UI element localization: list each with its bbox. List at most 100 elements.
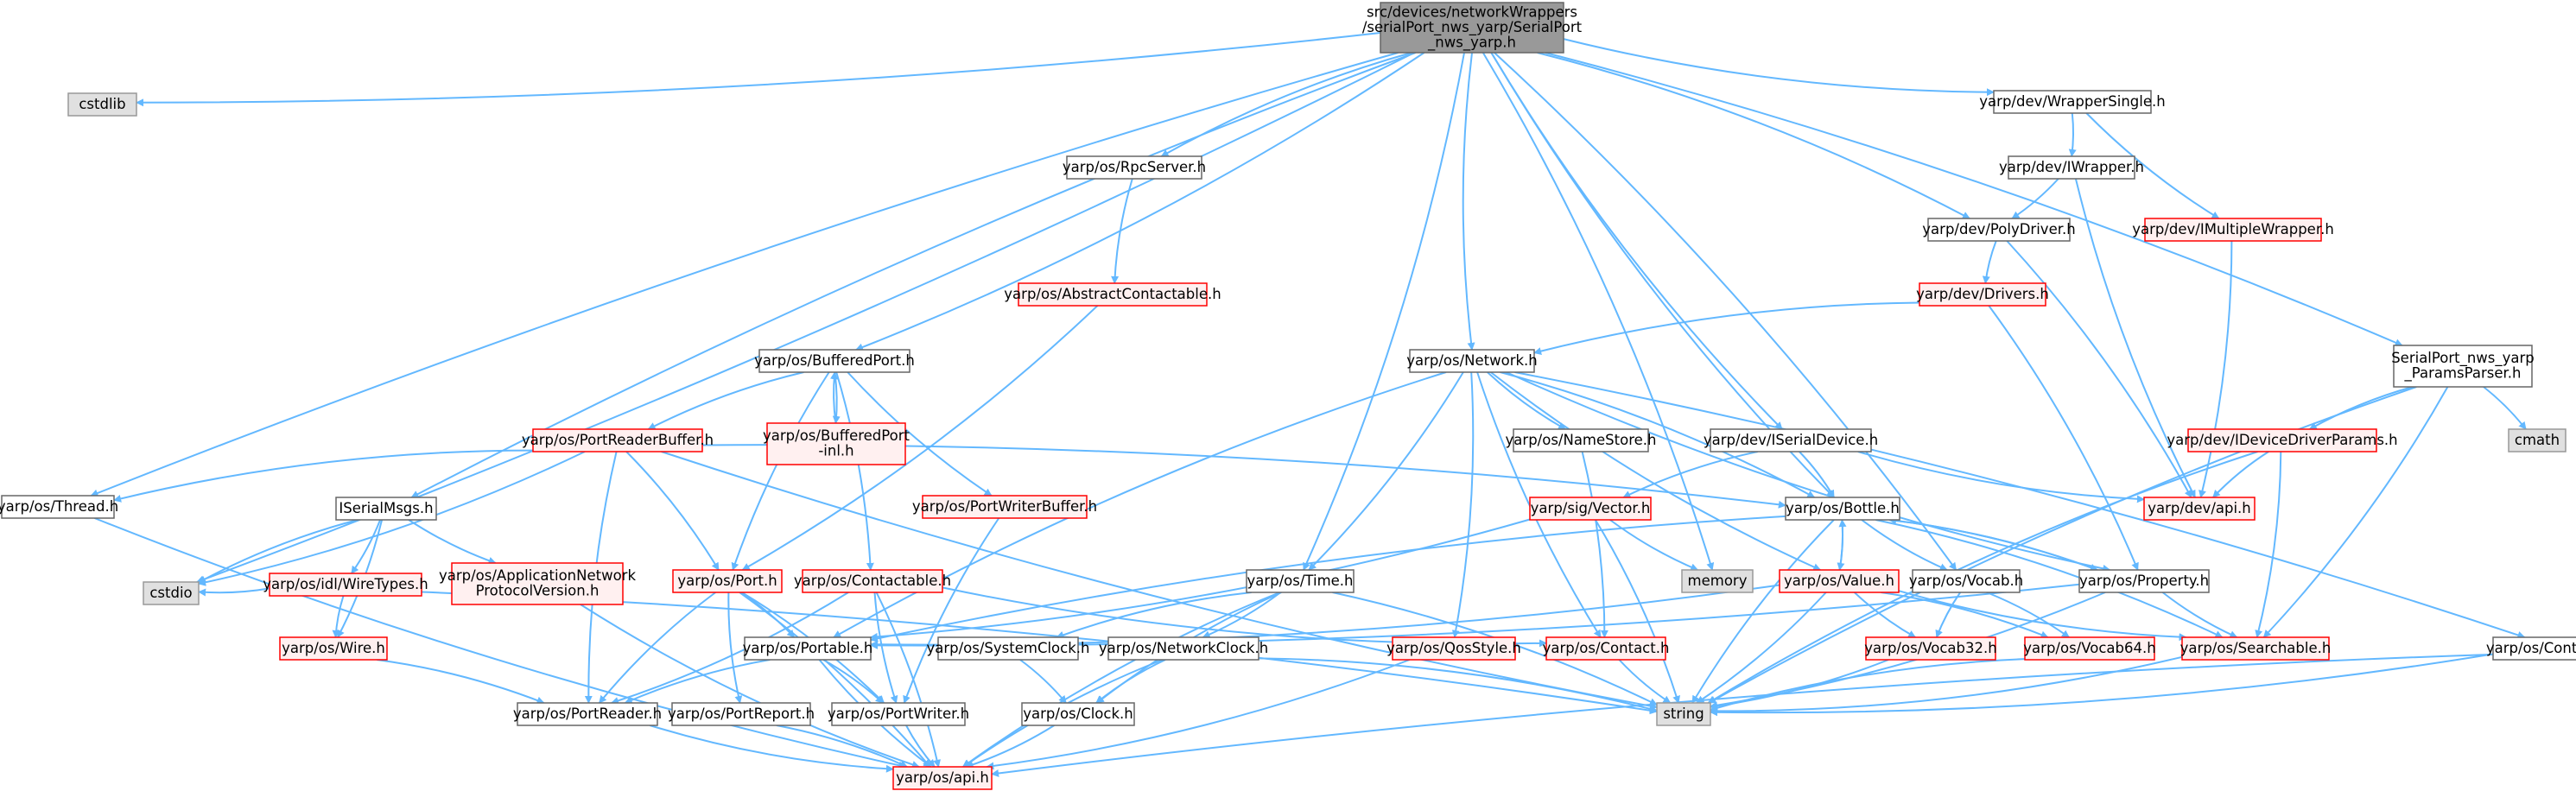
node-wire[interactable]: yarp/os/Wire.h [279,636,388,661]
node-searchable[interactable]: yarp/os/Searchable.h [2180,636,2332,661]
node-label-qosstyle: yarp/os/QosStyle.h [1386,640,1521,656]
node-box-qosstyle [1392,636,1516,661]
node-portwriterbuffer[interactable]: yarp/os/PortWriterBuffer.h [912,495,1097,519]
node-label-portreport: yarp/os/PortReport.h [668,706,815,722]
node-iwrapper[interactable]: yarp/dev/IWrapper.h [1999,155,2144,180]
node-label-portwriterbuffer: yarp/os/PortWriterBuffer.h [912,498,1097,515]
node-rpcserver[interactable]: yarp/os/RpcServer.h [1063,155,1206,180]
node-label-portreaderbuffer: yarp/os/PortReaderBuffer.h [522,432,714,448]
node-api[interactable]: yarp/os/api.h [892,766,993,790]
node-abstractcontactable[interactable]: yarp/os/AbstractContactable.h [1004,282,1221,307]
edge-wrappersingle-to-imultiplewrapper [2085,112,2220,219]
node-qosstyle[interactable]: yarp/os/QosStyle.h [1386,636,1521,661]
node-bufferedportinl[interactable]: yarp/os/BufferedPort-inl.h [763,422,910,465]
node-polydriver[interactable]: yarp/dev/PolyDriver.h [1922,218,2076,242]
edge-portreaderbuffer-to-string [661,451,1658,710]
node-imultiplewrapper[interactable]: yarp/dev/IMultipleWrapper.h [2132,218,2334,242]
node-paramsparser[interactable]: SerialPort_nws_yarp_ParamsParser.h [2391,345,2535,388]
node-box-searchable [2181,636,2330,661]
edge-vocab-to-vocab32 [1935,592,1962,638]
node-label-cstdlib: cstdlib [79,96,125,112]
edge-value-to-searchable [1898,590,2187,642]
node-port[interactable]: yarp/os/Port.h [672,569,783,593]
edge-value-to-bottle [1838,519,1847,571]
node-box-port [672,569,783,593]
edge-qosstyle-to-api [986,659,1411,770]
node-bottle[interactable]: yarp/os/Bottle.h [1785,497,1900,521]
node-portwriter[interactable]: yarp/os/PortWriter.h [828,702,969,726]
node-box-contactstyle [2492,636,2576,661]
node-memory[interactable]: memory [1681,569,1754,593]
node-devapi[interactable]: yarp/dev/api.h [2143,497,2256,521]
edge-bufferedport-to-contactable [835,371,874,571]
node-networkclock[interactable]: yarp/os/NetworkClock.h [1099,636,1268,661]
node-label-bufferedportinl: -inl.h [818,443,853,459]
node-appnet[interactable]: yarp/os/ApplicationNetworkProtocolVersio… [439,562,636,605]
node-iserialdevice[interactable]: yarp/dev/ISerialDevice.h [1704,428,1878,452]
node-wrappersingle[interactable]: yarp/dev/WrapperSingle.h [1979,90,2166,114]
node-thread[interactable]: yarp/os/Thread.h [0,495,118,519]
node-label-appnet: yarp/os/ApplicationNetwork [439,567,636,584]
node-namestore[interactable]: yarp/os/NameStore.h [1506,428,1657,452]
edge-iserialmsgs-to-appnet [408,519,497,565]
edge-iserialdevice-to-bottle [1799,451,1835,498]
edge-wire-to-portreader [377,659,545,705]
node-label-rpcserver: yarp/os/RpcServer.h [1063,159,1206,175]
node-contactable[interactable]: yarp/os/Contactable.h [794,569,951,593]
node-bufferedport[interactable]: yarp/os/BufferedPort.h [754,349,915,373]
node-property[interactable]: yarp/os/Property.h [2078,569,2210,593]
node-contactstyle[interactable]: yarp/os/ContactStyle.h [2486,636,2576,661]
node-root[interactable]: src/devices/networkWrappers/serialPort_n… [1362,2,1583,54]
node-network[interactable]: yarp/os/Network.h [1406,349,1538,373]
node-vocab[interactable]: yarp/os/Vocab.h [1909,569,2023,593]
edge-port-to-portreader [598,592,716,704]
node-vocab32[interactable]: yarp/os/Vocab32.h [1864,636,1997,661]
node-iserialmsgs[interactable]: ISerialMsgs.h [335,497,437,521]
edge-bottle-to-string [1691,519,1835,704]
edge-root-to-wrappersingle [1563,38,1995,97]
node-portable[interactable]: yarp/os/Portable.h [743,636,873,661]
node-box-vocab64 [2024,636,2155,661]
node-box-iwrapper [2008,155,2135,180]
node-cstdio[interactable]: cstdio [143,581,200,605]
node-box-clock [1021,702,1135,726]
node-label-root: _nws_yarp.h [1427,34,1516,51]
node-label-wrappersingle: yarp/dev/WrapperSingle.h [1979,93,2165,110]
edge-contactstyle-to-string [1710,653,2494,717]
node-vocab64[interactable]: yarp/os/Vocab64.h [2023,636,2156,661]
node-label-devapi: yarp/dev/api.h [2148,500,2251,516]
node-box-thread [1,495,115,519]
node-label-vocab32: yarp/os/Vocab32.h [1864,640,1996,656]
node-label-bufferedport: yarp/os/BufferedPort.h [754,352,915,369]
node-drivers[interactable]: yarp/dev/Drivers.h [1916,282,2049,307]
node-portreport[interactable]: yarp/os/PortReport.h [668,702,815,726]
node-portreader[interactable]: yarp/os/PortReader.h [513,702,662,726]
node-string[interactable]: string [1656,702,1711,726]
node-portreaderbuffer[interactable]: yarp/os/PortReaderBuffer.h [522,428,714,452]
node-wiretypes[interactable]: yarp/os/idl/WireTypes.h [263,573,428,597]
node-box-api [892,766,993,790]
edge-bufferedport-to-port [731,371,830,571]
node-value[interactable]: yarp/os/Value.h [1779,569,1900,593]
edge-root-to-polydriver [1537,52,1970,219]
node-box-devapi [2143,497,2256,521]
edge-iserialdevice-to-vector [1622,451,1759,498]
node-label-api: yarp/os/api.h [896,769,989,786]
edge-wiretypes-to-cstdio [198,587,270,597]
edge-port-to-portreport [727,592,743,704]
node-cstdlib[interactable]: cstdlib [67,92,137,117]
edge-root-to-network [1462,52,1475,351]
edge-bottle-to-searchable [1875,519,2224,638]
edge-rpcserver-to-abstractcontactable [1111,178,1133,284]
node-cmath[interactable]: cmath [2508,428,2566,452]
node-vector[interactable]: yarp/sig/Vector.h [1529,497,1652,521]
node-clock[interactable]: yarp/os/Clock.h [1021,702,1135,726]
node-contact[interactable]: yarp/os/Contact.h [1543,636,1670,661]
edge-iwrapper-to-polydriver [2011,178,2059,219]
node-systemclock[interactable]: yarp/os/SystemClock.h [926,636,1090,661]
edge-contactable-to-portreader [611,592,849,705]
node-time[interactable]: yarp/os/Time.h [1246,569,1355,593]
node-ideviceparams[interactable]: yarp/dev/IDeviceDriverParams.h [2167,428,2398,452]
edge-clock-to-api [965,725,1055,769]
